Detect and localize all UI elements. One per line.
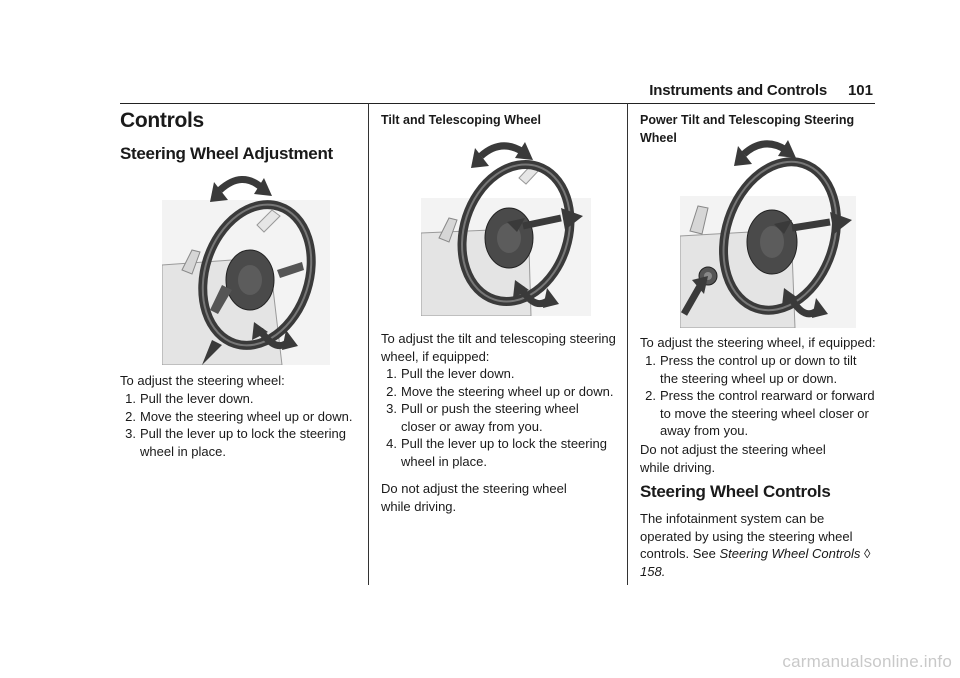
power-tilt-wheel-illustration [679,136,856,329]
step-number: 3. [386,401,397,416]
step-text: Move the steering wheel up or down. [401,383,614,399]
note-text: Do not adjust the steering wheel while d… [640,442,826,475]
step-number: 3. [125,426,136,441]
step-item: 3. Pull or push the steering wheel closer… [381,400,617,435]
intro-text: To adjust the steering wheel, if equippe… [640,335,876,350]
body-sentence: The infotainment system can be operated … [640,511,853,561]
step-text: Move the steering wheel up or down. [140,408,353,424]
subsection-title: Steering Wheel Controls [640,482,831,501]
step-item: 1. Pull the lever down. [120,390,358,408]
figure-title: Power Tilt and Telescoping Steering Whee… [640,113,855,145]
tilt-telescoping-wheel-illustration [420,138,591,317]
step-text: Pull the lever up to lock the steering w… [140,426,346,459]
cross-reference-link[interactable]: Steering Wheel Controls [719,546,861,561]
step-item: 2. Press the control rearward or forward … [640,387,876,440]
step-text: Press the control up or down to tilt the… [660,353,857,386]
step-text: Pull the lever down. [401,366,515,381]
body-text: The infotainment system can be operated … [640,510,876,580]
step-text: Pull the lever up to lock the steering w… [401,436,607,469]
column-divider-2 [627,103,628,585]
step-number: 1. [125,391,136,406]
page-header: Instruments and Controls 101 [120,80,875,104]
step-item: 2.Move the steering wheel up or down. [381,383,617,401]
step-item: 3. Pull the lever up to lock the steering… [120,425,358,460]
step-item: 1. Pull the lever down. [381,365,617,383]
cross-reference-page[interactable]: 158. [640,563,666,579]
header-section-title: Instruments and Controls [649,82,827,99]
section-title: Controls [120,109,204,132]
steering-wheel-illustration [161,170,330,366]
intro-text: To adjust the steering wheel: [120,373,285,388]
step-item: 1. Press the control up or down to tilt t… [640,352,876,387]
subsection-title: Steering Wheel Adjustment [120,144,333,163]
steps-list: 1. Pull the lever down. 2.Move the steeri… [381,365,617,470]
step-number: 2. [386,383,397,399]
step-number: 1. [645,353,656,368]
intro-text: To adjust the tilt and telescoping steer… [381,331,616,364]
note-text: Do not adjust the steering wheel while d… [381,481,567,514]
step-text: Press the control rearward or forward to… [660,388,875,438]
header-rule [120,103,875,104]
step-item: 2.Move the steering wheel up or down. [120,408,358,426]
step-text: Pull the lever down. [140,391,254,406]
step-number: 1. [386,366,397,381]
step-item: 4. Pull the lever up to lock the steering… [381,435,617,470]
step-number: 2. [645,388,656,403]
step-number: 2. [125,408,136,424]
step-text: Pull or push the steering wheel closer o… [401,401,579,434]
column-divider-1 [368,103,369,585]
steps-list: 1. Pull the lever down. 2.Move the steeri… [120,390,358,460]
steps-list: 1. Press the control up or down to tilt t… [640,352,876,440]
page-number: 101 [847,82,873,99]
watermark-text: carmanualsonline.info [782,652,952,671]
step-number: 4. [386,436,397,451]
figure-title: Tilt and Telescoping Wheel [381,113,541,127]
page-reference-icon: ◊ [864,546,871,561]
